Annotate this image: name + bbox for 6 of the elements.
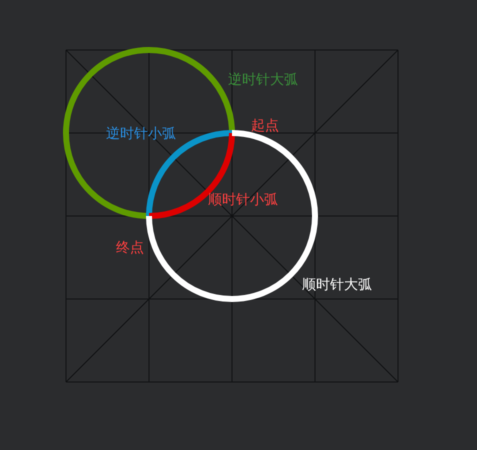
arc-label: 逆时针大弧 bbox=[228, 72, 298, 88]
arc-label: 起点 bbox=[251, 118, 279, 134]
arc-label: 逆时针小弧 bbox=[106, 126, 176, 142]
arc-label: 终点 bbox=[116, 240, 144, 256]
arc-label: 顺时针小弧 bbox=[208, 192, 278, 208]
arc-label: 顺时针大弧 bbox=[302, 277, 372, 293]
